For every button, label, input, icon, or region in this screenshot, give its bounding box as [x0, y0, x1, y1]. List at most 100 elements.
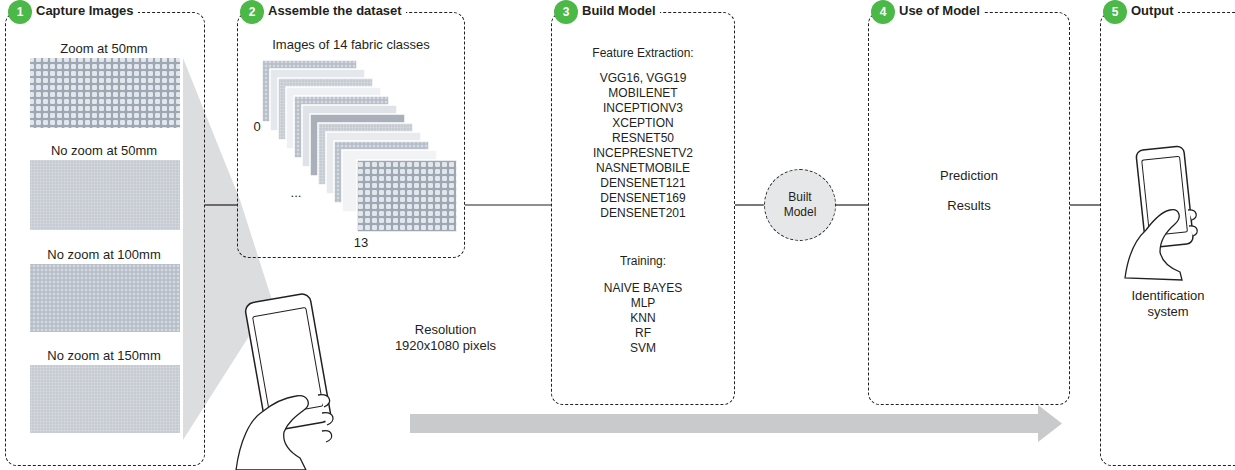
step-number: 3	[554, 0, 578, 24]
fabric-image	[30, 160, 180, 230]
text-slot: KNN	[558, 311, 728, 326]
node-text: NASNETMOBILE	[558, 161, 728, 176]
text-slot: Build Model	[578, 3, 660, 19]
text-slot: INCEPTIONV3	[558, 101, 728, 116]
text-slot: Resolution 1920x1080 pixels	[388, 322, 503, 354]
text-slot: Identification system	[1113, 288, 1223, 320]
text-slot: Feature Extraction:	[558, 46, 728, 61]
text-slot: Assemble the dataset	[264, 3, 406, 19]
node-text: 13	[349, 235, 373, 251]
fabric-image	[30, 58, 180, 128]
node-text: DENSENET201	[558, 206, 728, 221]
hand	[1125, 210, 1182, 280]
text-slot: DENSENET169	[558, 191, 728, 206]
step-panel: 3Build ModelFeature Extraction:VGG16, VG…	[551, 12, 735, 405]
hand	[236, 396, 308, 470]
step-number: 4	[871, 0, 895, 24]
node-text: Training:	[558, 254, 728, 269]
fabric-stack	[262, 60, 457, 232]
step-number: 2	[240, 0, 264, 24]
text-slot: NASNETMOBILE	[558, 161, 728, 176]
node-text: DENSENET169	[558, 191, 728, 206]
hand-fingers	[1188, 210, 1197, 236]
text-slot: XCEPTION	[558, 116, 728, 131]
step-title: Capture Images	[32, 3, 138, 19]
connector-line	[1070, 204, 1100, 205]
text-slot: Prediction	[889, 168, 1049, 184]
step-number: 1	[8, 0, 32, 24]
text-slot: No zoom at 150mm	[19, 348, 189, 364]
node-text: Images of 14 fabric classes	[242, 37, 460, 53]
text-slot: Zoom at 50mm	[19, 41, 189, 57]
node-text: RESNET50	[558, 131, 728, 146]
text-slot: DENSENET201	[558, 206, 728, 221]
node-text: SVM	[558, 341, 728, 356]
text-slot: Training:	[558, 254, 728, 269]
node-text: Built Model	[772, 190, 828, 220]
node-text: No zoom at 50mm	[19, 143, 189, 159]
step-number-text: 4	[880, 5, 887, 19]
node-text: RF	[558, 326, 728, 341]
node-text: MOBILENET	[558, 86, 728, 101]
text-slot: Capture Images	[32, 3, 138, 19]
node-text: KNN	[558, 311, 728, 326]
node-text: NAIVE BAYES	[558, 281, 728, 296]
node-text: ...	[284, 185, 308, 201]
text-slot: SVM	[558, 341, 728, 356]
text-slot: VGG16, VGG19	[558, 71, 728, 86]
text-slot: 13	[349, 235, 373, 251]
model-circle: Built Model	[764, 169, 836, 241]
text-slot: INCEPRESNETV2	[558, 146, 728, 161]
text-slot: DENSENET121	[558, 176, 728, 191]
node-text: Results	[889, 198, 1049, 214]
step-number: 5	[1103, 0, 1127, 24]
step-number-text: 5	[1112, 5, 1119, 19]
step-title: Output	[1127, 3, 1178, 19]
node-text: MLP	[558, 296, 728, 311]
step-panel: 4Use of ModelPredictionResults	[868, 12, 1070, 405]
text-slot: No zoom at 50mm	[19, 143, 189, 159]
fabric-image	[30, 365, 180, 433]
text-slot: MLP	[558, 296, 728, 311]
text-slot: RF	[558, 326, 728, 341]
text-slot: 0	[250, 119, 264, 135]
text-slot: Use of Model	[895, 3, 984, 19]
node-text: XCEPTION	[558, 116, 728, 131]
step-number-text: 3	[563, 5, 570, 19]
node-text: INCEPTIONV3	[558, 101, 728, 116]
text-slot: RESNET50	[558, 131, 728, 146]
resolution-note: Resolution 1920x1080 pixels	[388, 322, 503, 354]
connector-line	[205, 204, 237, 205]
text-slot: Images of 14 fabric classes	[242, 37, 460, 53]
connector-line	[836, 204, 868, 205]
text-slot: NAIVE BAYES	[558, 281, 728, 296]
step-title: Use of Model	[895, 3, 984, 19]
text-slot: Results	[889, 198, 1049, 214]
step-panel: 2Assemble the datasetImages of 14 fabric…	[237, 12, 465, 258]
flow-arrow	[410, 405, 1062, 442]
node-text: Feature Extraction:	[558, 46, 728, 61]
hand-fingers	[318, 395, 333, 442]
connector-line	[735, 204, 764, 205]
node-text: Prediction	[889, 168, 1049, 184]
fabric-image	[357, 160, 457, 232]
step-number-text: 2	[249, 5, 256, 19]
node-text: No zoom at 150mm	[19, 348, 189, 364]
text-slot: MOBILENET	[558, 86, 728, 101]
text-slot: ...	[284, 185, 308, 201]
step-number-text: 1	[17, 5, 24, 19]
node-text: No zoom at 100mm	[19, 247, 189, 263]
node-text: VGG16, VGG19	[558, 71, 728, 86]
connector-line	[465, 204, 551, 205]
step-title: Build Model	[578, 3, 660, 19]
step-title: Assemble the dataset	[264, 3, 406, 19]
node-text: 0	[250, 119, 264, 135]
text-slot: No zoom at 100mm	[19, 247, 189, 263]
node-text: DENSENET121	[558, 176, 728, 191]
node-text: INCEPRESNETV2	[558, 146, 728, 161]
step-panel: 1Capture ImagesZoom at 50mmNo zoom at 50…	[5, 12, 205, 466]
text-slot: Output	[1127, 3, 1178, 19]
